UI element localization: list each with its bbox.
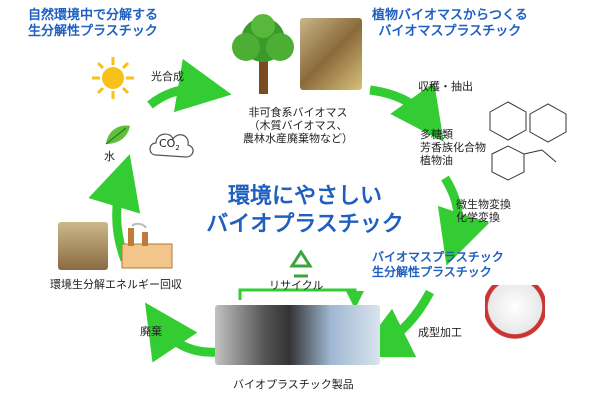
biomass-line1: 非可食系バイオマス [248,106,348,119]
arrow-molding [355,289,434,358]
center-line2: バイオプラスチック [206,212,404,237]
plant-oil-label: 植物油 [420,154,453,167]
recycle-icon [289,250,313,278]
co2-sub: 2 [175,144,180,153]
energy-label: 環境生分解エネルギー回収 [50,278,182,291]
water-label: 水 [104,150,115,163]
center-line1: 環境にやさしい [227,184,382,209]
leaf-icon [105,125,130,145]
factory-icon [121,222,173,269]
bio-plastic-title: バイオマスプラスチック 生分解性プラスチック [372,250,504,280]
recycle-label: リサイクル [269,279,324,292]
bio-title-line1: バイオマスプラスチック [372,250,504,264]
photosynthesis-label: 光合成 [151,70,184,83]
chemical-label: 化学変換 [456,211,500,224]
tree-icon [232,14,294,94]
title-left-line2: 生分解性プラスチック [28,24,158,39]
soil-image [58,222,108,270]
co2-main: CO [159,137,176,150]
title-right-line2: バイオマスプラスチック [378,24,522,39]
arrow-recycle-left [238,288,364,309]
products-label: バイオプラスチック製品 [233,378,354,391]
microbial-label: 微生物変換 [456,198,511,211]
aromatics-label: 芳香族化合物 [420,141,486,154]
title-right-line1: 植物バイオマスからつくる [372,8,528,23]
products-image [215,305,380,365]
disposal-label: 廃棄 [140,325,162,338]
co2-label: CO2 [159,137,180,155]
biomass-caption: 非可食系バイオマス （木質バイオマス、 農林水産廃棄物など） [238,106,358,145]
sugars-label: 多糖類 [420,128,453,141]
arrow-harvest [369,82,444,142]
molding-label: 成型加工 [418,326,462,339]
title-biomass-plastic: 植物バイオマスからつくる バイオマスプラスチック [372,8,528,40]
arrow-photosynthesis [147,58,232,113]
biomass-line2: （木質バイオマス、 [248,119,348,132]
conversion-list: 微生物変換 化学変換 [456,198,511,224]
biomass-line3: 農林水産廃棄物など） [243,132,353,145]
arrow-conversion [437,175,490,266]
corn-image [300,18,362,90]
title-left-line1: 自然環境中で分解する [28,8,159,23]
pellets-image [485,285,545,340]
chemical-structure-icon [489,101,567,181]
center-title: 環境にやさしい バイオプラスチック [190,183,420,239]
harvest-label: 収穫・抽出 [418,80,473,93]
title-biodegradable: 自然環境中で分解する 生分解性プラスチック [28,8,158,40]
sun-icon [92,57,134,99]
arrow-disposal [145,302,221,363]
bio-title-line2: 生分解性プラスチック [372,265,492,279]
compounds-list: 多糖類 芳香族化合物 植物油 [420,128,486,167]
cloud-icon [149,133,194,158]
